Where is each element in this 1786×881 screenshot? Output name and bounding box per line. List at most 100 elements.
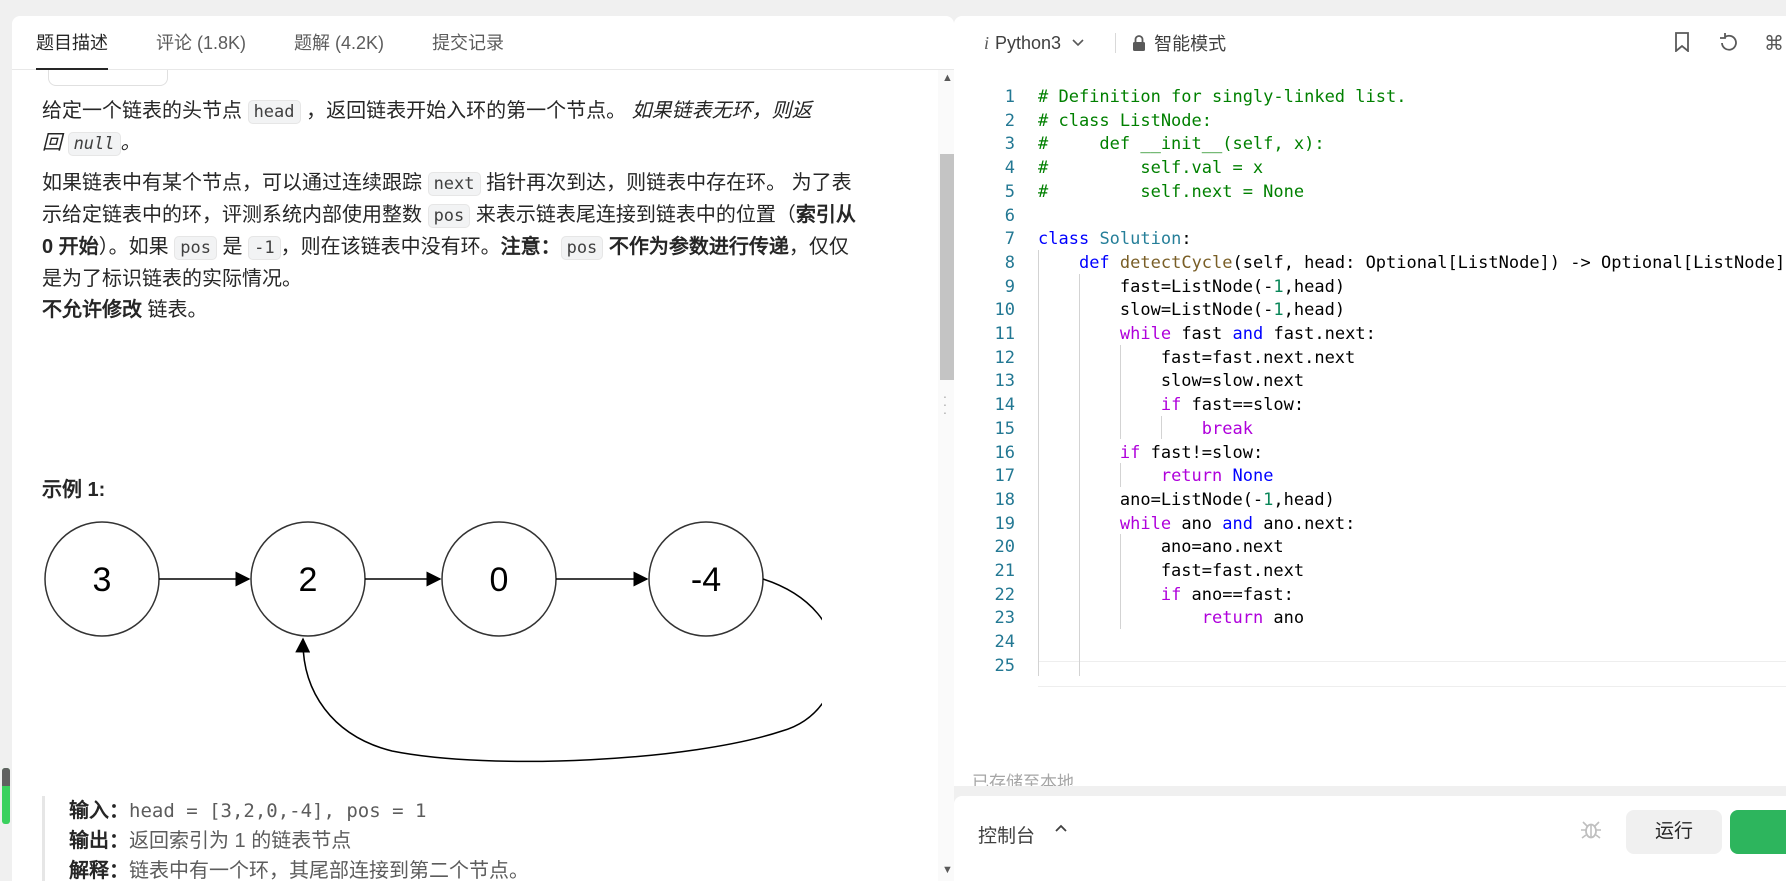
code-line[interactable]: 10 slow=ListNode(-1,head) bbox=[954, 297, 1786, 323]
bookmark-icon[interactable] bbox=[1670, 32, 1694, 56]
code-line[interactable]: 18 ano=ListNode(-1,head) bbox=[954, 487, 1786, 513]
code-line[interactable]: 3# def __init__(self, x): bbox=[954, 131, 1786, 157]
debug-icon[interactable] bbox=[1580, 818, 1602, 846]
example-input: 输入：head = [3,2,0,-4], pos = 1 bbox=[69, 796, 862, 826]
text: 示给定链表中的环，评测系统内部使用整数 bbox=[42, 204, 428, 226]
code-line[interactable]: 20 ano=ano.next bbox=[954, 534, 1786, 560]
code-editor[interactable]: 1# Definition for singly-linked list.2# … bbox=[954, 84, 1786, 752]
code-text: if fast!=slow: bbox=[1119, 442, 1264, 463]
bold-text: 0 开始 bbox=[42, 236, 99, 258]
line-number: 2 bbox=[1004, 110, 1015, 131]
code-text: while ano and ano.next: bbox=[1119, 513, 1356, 534]
submit-button[interactable] bbox=[1730, 810, 1786, 854]
line-number: 14 bbox=[994, 395, 1015, 416]
chevron-up-icon[interactable] bbox=[1054, 820, 1068, 840]
code-text: fast=fast.next bbox=[1038, 561, 1305, 581]
tab-description[interactable]: 题目描述 bbox=[36, 16, 108, 70]
node-label: -4 bbox=[691, 561, 721, 599]
inline-code: next bbox=[427, 172, 481, 196]
line-number: 8 bbox=[1004, 252, 1015, 273]
line-number: 16 bbox=[994, 442, 1015, 463]
scroll-up-icon[interactable]: ▲ bbox=[942, 72, 953, 84]
language-selector[interactable]: i Python3 bbox=[984, 33, 1085, 54]
code-text: fast=fast.next.next bbox=[1038, 347, 1356, 368]
text: ，仅仅 bbox=[788, 236, 849, 258]
text: 给定一个链表的头节点 bbox=[42, 100, 248, 122]
code-line[interactable]: 22 if ano==fast: bbox=[954, 582, 1786, 608]
description-scroll-thumb[interactable] bbox=[940, 154, 954, 380]
indent-guide bbox=[1120, 534, 1121, 630]
code-text: ano=ano.next bbox=[1038, 537, 1284, 558]
code-line[interactable]: 21 fast=fast.next bbox=[954, 558, 1786, 584]
text: 链表。 bbox=[142, 299, 208, 321]
code-line[interactable]: 13 slow=slow.next bbox=[954, 368, 1786, 394]
code-line[interactable]: 24 bbox=[954, 629, 1786, 655]
inline-code: pos bbox=[560, 236, 604, 260]
mode-label: 智能模式 bbox=[1154, 34, 1227, 54]
code-line[interactable]: 17 return None bbox=[954, 463, 1786, 489]
node-label: 3 bbox=[93, 561, 112, 599]
code-text: while fast and fast.next: bbox=[1119, 324, 1376, 344]
code-line[interactable]: 5# self.next = None bbox=[954, 179, 1786, 205]
code-text: # self.next = None bbox=[1038, 181, 1305, 202]
problem-tabs: 题目描述 评论 (1.8K) 题解 (4.2K) 提交记录 bbox=[12, 16, 954, 70]
line-number: 20 bbox=[994, 537, 1015, 558]
code-line[interactable]: 23 return ano bbox=[954, 605, 1786, 631]
input-value: head = [3,2,0,-4], pos = 1 bbox=[129, 800, 427, 822]
explain-value: 链表中有一个环，其尾部连接到第二个节点。 bbox=[129, 860, 529, 881]
italic-text: 。 bbox=[120, 132, 141, 154]
editor-toolbar: i Python3 智能模式 ⌘ bbox=[954, 16, 1786, 70]
smart-mode-toggle[interactable]: 智能模式 bbox=[1132, 30, 1226, 56]
tab-submissions[interactable]: 提交记录 bbox=[432, 32, 505, 53]
code-line[interactable]: 4# self.val = x bbox=[954, 155, 1786, 181]
input-label: 输入： bbox=[69, 800, 129, 822]
code-line[interactable]: 12 fast=fast.next.next bbox=[954, 345, 1786, 371]
inline-code: -1 bbox=[248, 236, 281, 260]
line-number: 13 bbox=[994, 371, 1015, 392]
line-number: 18 bbox=[994, 489, 1015, 510]
topic-tag-partial[interactable] bbox=[48, 70, 168, 86]
description-paragraph-3: 不允许修改 链表。 bbox=[42, 295, 902, 326]
code-text: slow=ListNode(-1,head) bbox=[1038, 300, 1346, 321]
code-line[interactable]: 9 fast=ListNode(-1,head) bbox=[954, 274, 1786, 300]
code-line[interactable]: 15 break bbox=[954, 416, 1786, 442]
code-text: # def __init__(self, x): bbox=[1038, 134, 1325, 155]
line-number: 1 bbox=[1004, 87, 1015, 107]
scroll-down-icon[interactable]: ▼ bbox=[942, 864, 953, 876]
example-title: 示例 1: bbox=[42, 479, 106, 501]
code-text: class Solution: bbox=[1038, 229, 1192, 250]
shortcut-icon[interactable]: ⌘ bbox=[1764, 33, 1784, 55]
code-line[interactable]: 19 while ano and ano.next: bbox=[954, 511, 1786, 537]
run-button[interactable]: 运行 bbox=[1626, 810, 1722, 854]
line-number: 6 bbox=[1004, 205, 1015, 226]
node-label: 2 bbox=[299, 561, 318, 599]
chevron-down-icon bbox=[1072, 39, 1084, 47]
code-line[interactable]: 25 bbox=[954, 653, 1786, 679]
code-text: # Definition for singly-linked list. bbox=[1038, 87, 1407, 107]
code-line[interactable]: 11 while fast and fast.next: bbox=[954, 321, 1786, 347]
code-line[interactable]: 1 # Definition for singly-linked list. bbox=[954, 84, 1786, 110]
code-text: return ano bbox=[1201, 608, 1305, 629]
inline-code: null bbox=[67, 132, 121, 156]
code-line[interactable]: 2# class ListNode: bbox=[954, 108, 1786, 134]
tab-solutions[interactable]: 题解 (4.2K) bbox=[294, 32, 385, 53]
reset-icon[interactable] bbox=[1716, 32, 1740, 56]
saved-status: 已存储至本地 bbox=[972, 773, 1074, 786]
code-line[interactable]: 6 bbox=[954, 203, 1786, 229]
code-line[interactable]: 14 if fast==slow: bbox=[954, 392, 1786, 418]
cycle-arrow bbox=[295, 578, 822, 763]
tab-comments[interactable]: 评论 (1.8K) bbox=[156, 32, 247, 53]
indent-guide bbox=[1120, 344, 1121, 440]
console-toggle[interactable]: 控制台 bbox=[978, 826, 1036, 847]
info-icon: i bbox=[984, 32, 990, 53]
line-number: 24 bbox=[994, 632, 1015, 653]
toolbar-divider bbox=[1115, 33, 1117, 53]
code-line[interactable]: 16 if fast!=slow: bbox=[954, 440, 1786, 466]
panel-resize-handle[interactable]: ··· bbox=[942, 388, 948, 420]
line-number: 17 bbox=[994, 466, 1015, 487]
line-number: 19 bbox=[994, 513, 1015, 534]
bold-text: 索引从 bbox=[795, 204, 856, 226]
code-line[interactable]: 8 def detectCycle(self, head: Optional[L… bbox=[954, 250, 1786, 276]
line-number: 15 bbox=[994, 418, 1015, 439]
